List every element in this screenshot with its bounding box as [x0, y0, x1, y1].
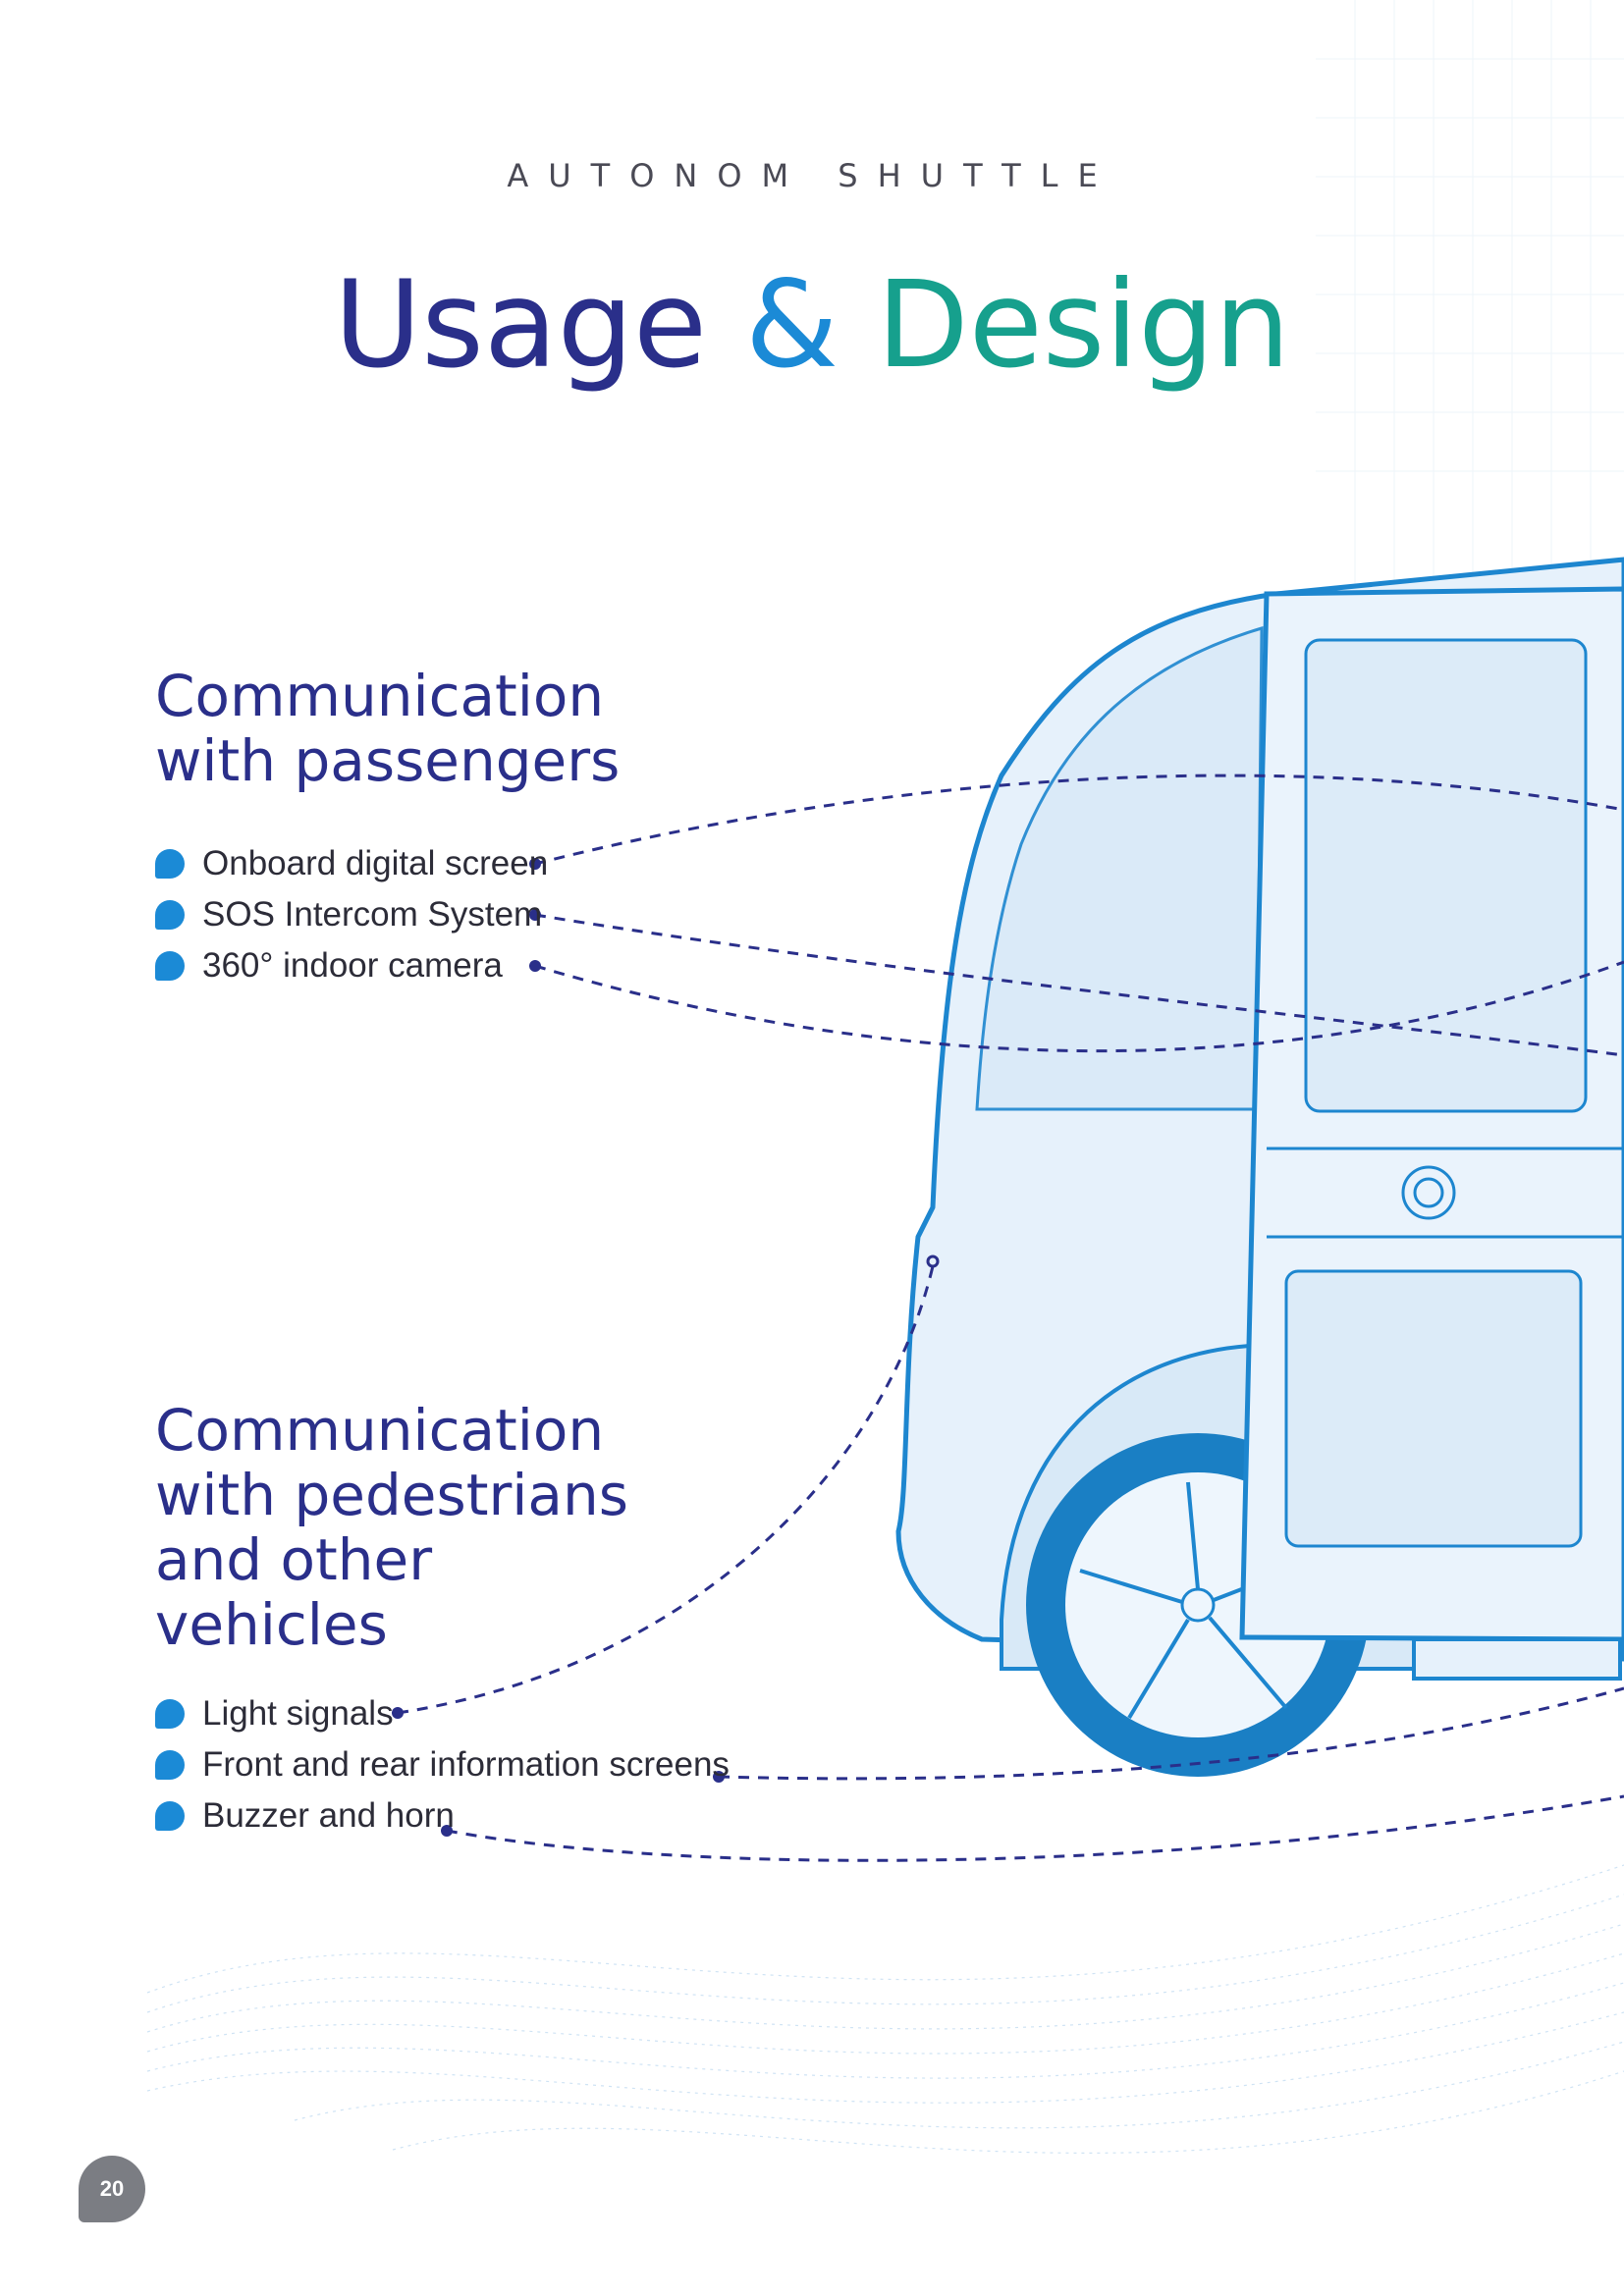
wave-pattern — [146, 1864, 1624, 2154]
list-item-label: Light signals — [202, 1694, 394, 1733]
list-item-label: Front and rear information screens — [202, 1745, 730, 1784]
bullet-icon — [155, 1801, 185, 1831]
list-item-label: Buzzer and horn — [202, 1796, 455, 1835]
pedestrian-feature-list: Light signals Front and rear information… — [155, 1688, 730, 1842]
bullet-icon — [155, 900, 185, 930]
list-item: Onboard digital screen — [155, 838, 548, 889]
page-number-badge: 20 — [79, 2156, 145, 2222]
kicker-label: AUTONOM SHUTTLE — [507, 157, 1117, 194]
page-title: Usage & Design — [0, 265, 1624, 385]
bullet-icon — [155, 1699, 185, 1729]
bullet-icon — [155, 1750, 185, 1780]
title-word-usage: Usage — [333, 255, 708, 395]
section-heading-pedestrians: Communication with pedestrians and other… — [155, 1397, 628, 1658]
list-item: Front and rear information screens — [155, 1739, 730, 1790]
bullet-icon — [155, 849, 185, 879]
bullet-icon — [155, 951, 185, 981]
list-item: Light signals — [155, 1688, 730, 1739]
passenger-feature-list: Onboard digital screen SOS Intercom Syst… — [155, 838, 548, 991]
list-item: SOS Intercom System — [155, 889, 548, 940]
list-item-label: SOS Intercom System — [202, 895, 543, 934]
list-item-label: Onboard digital screen — [202, 844, 549, 882]
list-item-label: 360° indoor camera — [202, 946, 503, 985]
grid-pattern — [1316, 0, 1624, 589]
connector-lines — [397, 774, 1624, 1862]
list-item: 360° indoor camera — [155, 940, 548, 991]
title-word-design: Design — [876, 255, 1291, 395]
list-item: Buzzer and horn — [155, 1790, 730, 1842]
section-heading-passengers: Communication with passengers — [155, 663, 621, 794]
title-ampersand: & — [744, 255, 839, 395]
